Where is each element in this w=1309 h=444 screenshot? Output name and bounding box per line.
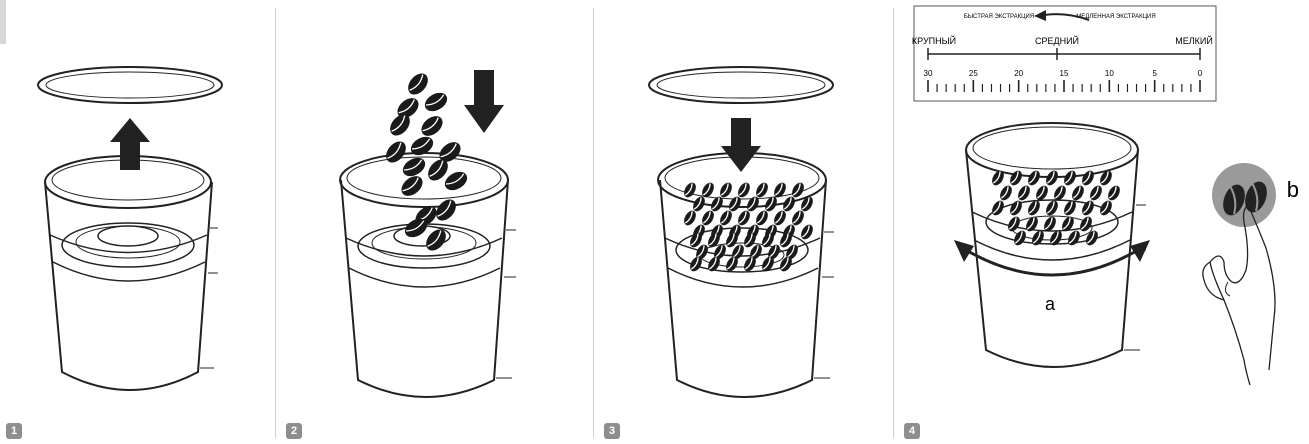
arrow-down-icon	[464, 70, 504, 133]
coffee-bean-icon	[799, 195, 816, 214]
scale-tick-label: 5	[1152, 69, 1157, 78]
coffee-bean-icon	[1078, 215, 1095, 234]
coffee-bean-icon	[745, 195, 762, 214]
scale-tick-label: 25	[969, 69, 978, 78]
coffee-bean-icon	[404, 70, 432, 99]
coffee-bean-icon	[1044, 169, 1061, 188]
grinder-container	[340, 153, 516, 397]
coffee-bean-icon	[998, 184, 1015, 203]
step-3-illustration	[594, 0, 893, 444]
coffee-bean-icon	[1044, 199, 1061, 218]
scale-tick-label: 15	[1060, 69, 1069, 78]
coffee-bean-icon	[772, 181, 789, 200]
coffee-bean-icon	[1026, 169, 1043, 188]
grinder-container	[966, 123, 1146, 367]
coffee-bean-icon	[398, 172, 427, 200]
scale-tick-label: 30	[924, 69, 933, 78]
coffee-bean-icon	[718, 181, 735, 200]
step-number-badge: 4	[904, 423, 920, 439]
arrow-up-icon	[110, 118, 150, 170]
step-4-illustration: БЫСТРАЯ ЭКСТРАКЦИЯ МЕДЛЕННАЯ ЭКСТРАКЦИЯ …	[894, 0, 1309, 444]
coffee-bean-icon	[408, 133, 437, 159]
coffee-bean-icon	[754, 181, 771, 200]
coffee-bean-icon	[1106, 184, 1123, 203]
medium-label: СРЕДНИЙ	[1035, 35, 1079, 46]
step-2-illustration	[276, 0, 593, 444]
coffee-bean-icon	[1088, 184, 1105, 203]
coffee-bean-icon	[700, 209, 717, 228]
scale-tick-label: 10	[1105, 69, 1114, 78]
coffee-bean-icon	[422, 89, 451, 115]
fast-extraction-label: БЫСТРАЯ ЭКСТРАКЦИЯ	[964, 14, 1034, 20]
grind-size-scale: БЫСТРАЯ ЭКСТРАКЦИЯ МЕДЛЕННАЯ ЭКСТРАКЦИЯ …	[912, 6, 1216, 101]
coffee-bean-icon	[682, 181, 699, 200]
coffee-bean-icon	[382, 138, 410, 167]
fine-label: МЕЛКИЙ	[1175, 35, 1213, 46]
coffee-bean-icon	[1062, 169, 1079, 188]
coffee-bean-icon	[1066, 229, 1083, 248]
coffee-bean-icon	[727, 195, 744, 214]
scale-tick-label: 0	[1198, 69, 1203, 78]
coffee-bean-icon	[790, 181, 807, 200]
coffee-bean-icon	[418, 112, 447, 140]
pointing-hand-icon	[1203, 205, 1275, 385]
coffee-bean-icon	[1006, 215, 1023, 234]
coffee-bean-icon	[772, 209, 789, 228]
coffee-bean-icon	[790, 209, 807, 228]
coffee-bean-icon	[432, 196, 460, 225]
coffee-bean-icon	[754, 209, 771, 228]
coffee-bean-icon	[736, 181, 753, 200]
coffee-bean-icon	[1016, 184, 1033, 203]
step-number-badge: 1	[6, 423, 22, 439]
step-2-panel: 2	[276, 0, 593, 444]
coffee-bean-icon	[1070, 184, 1087, 203]
step-number-badge: 3	[604, 423, 620, 439]
button-label: b	[1287, 177, 1299, 202]
step-3-panel: 3	[594, 0, 893, 444]
rotate-label: a	[1045, 294, 1056, 314]
coarse-label: КРУПНЫЙ	[912, 35, 956, 46]
step-4-panel: БЫСТРАЯ ЭКСТРАКЦИЯ МЕДЛЕННАЯ ЭКСТРАКЦИЯ …	[894, 0, 1309, 444]
coffee-bean-icon	[682, 209, 699, 228]
arrow-down-icon	[721, 118, 761, 172]
coffee-bean-icon	[1080, 199, 1097, 218]
scale-tick-label: 20	[1014, 69, 1023, 78]
coffee-bean-icon	[736, 209, 753, 228]
coffee-bean-icon	[1008, 169, 1025, 188]
step-1-illustration	[0, 0, 275, 444]
grinder-container	[45, 156, 218, 390]
coffee-bean-icon	[990, 199, 1007, 218]
step-1-panel: 1	[0, 0, 275, 444]
coffee-bean-icon	[700, 181, 717, 200]
coffee-bean-icon	[1098, 199, 1115, 218]
coffee-bean-icon	[1008, 199, 1025, 218]
coffee-beans-in-hopper	[682, 181, 816, 274]
coffee-bean-icon	[799, 223, 816, 242]
step-number-badge: 2	[286, 423, 302, 439]
coffee-bean-icon	[718, 209, 735, 228]
coffee-bean-icon	[1080, 169, 1097, 188]
